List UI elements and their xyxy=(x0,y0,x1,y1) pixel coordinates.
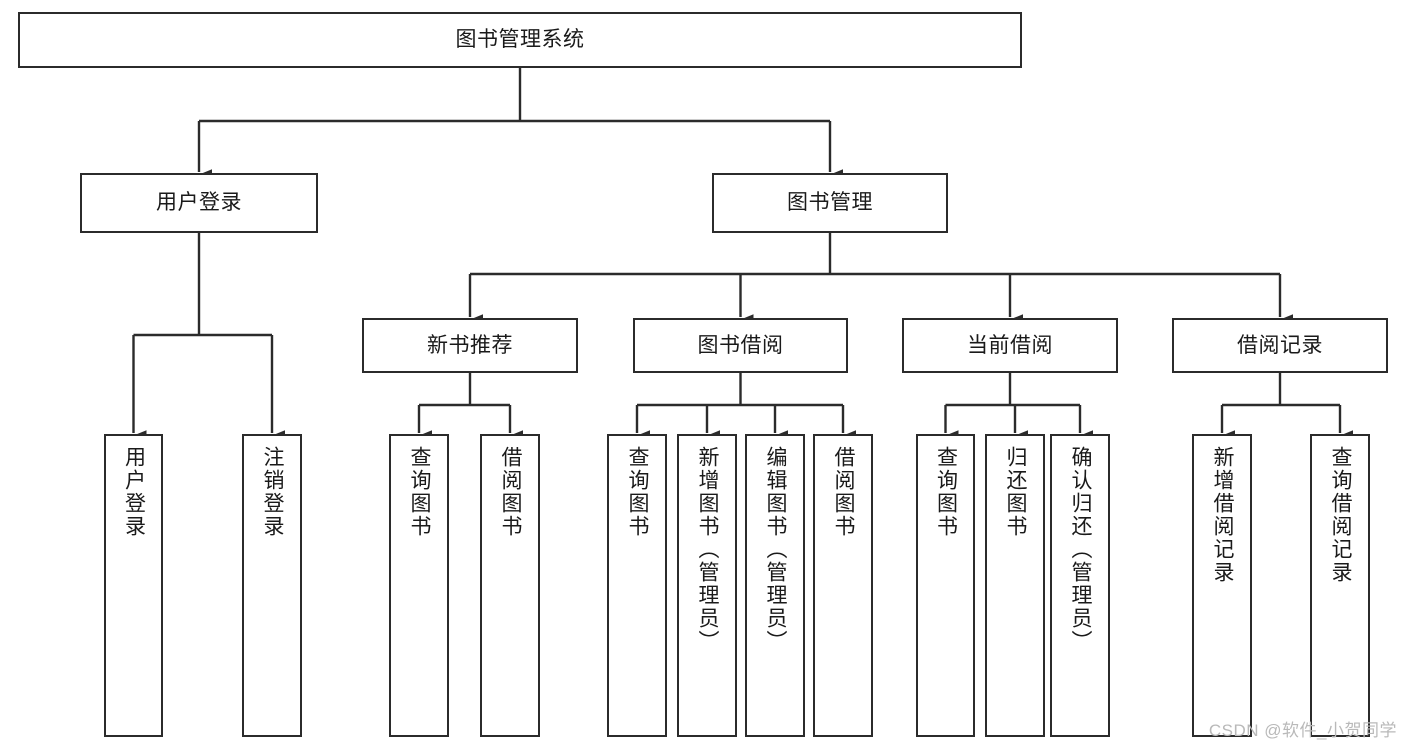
node-current[interactable]: 当前借阅 xyxy=(902,318,1118,373)
node-l_borrow1[interactable]: 借阅图书 xyxy=(480,434,540,737)
node-newbook[interactable]: 新书推荐 xyxy=(362,318,578,373)
node-label: 新增图书（管理员） xyxy=(696,446,720,653)
node-label: 新书推荐 xyxy=(427,333,513,357)
node-label: 新增借阅记录 xyxy=(1211,446,1235,584)
node-l_query2[interactable]: 查询图书 xyxy=(607,434,667,737)
node-l_edit[interactable]: 编辑图书（管理员） xyxy=(745,434,805,737)
node-label: 借阅图书 xyxy=(832,446,856,538)
node-l_logout[interactable]: 注销登录 xyxy=(242,434,302,737)
node-label: 查询图书 xyxy=(408,446,432,538)
node-records[interactable]: 借阅记录 xyxy=(1172,318,1388,373)
node-label: 归还图书 xyxy=(1004,446,1028,538)
node-l_query1[interactable]: 查询图书 xyxy=(389,434,449,737)
node-label: 用户登录 xyxy=(156,191,242,215)
node-label: 查询图书 xyxy=(934,446,958,538)
node-label: 查询图书 xyxy=(626,446,650,538)
node-l_addrec[interactable]: 新增借阅记录 xyxy=(1192,434,1252,737)
node-label: 编辑图书（管理员） xyxy=(764,446,788,653)
node-label: 用户登录 xyxy=(122,446,146,538)
node-bookmgmt[interactable]: 图书管理 xyxy=(712,173,948,233)
watermark: CSDN @软件_小贺同学 xyxy=(1208,721,1397,740)
node-root[interactable]: 图书管理系统 xyxy=(18,12,1022,68)
node-l_add[interactable]: 新增图书（管理员） xyxy=(677,434,737,737)
node-l_borrow2[interactable]: 借阅图书 xyxy=(813,434,873,737)
node-label: 图书管理 xyxy=(787,191,873,215)
node-label: 图书管理系统 xyxy=(455,28,585,52)
node-l_return[interactable]: 归还图书 xyxy=(985,434,1045,737)
node-l_query3[interactable]: 查询图书 xyxy=(916,434,975,737)
node-label: 图书借阅 xyxy=(697,333,784,357)
node-label: 当前借阅 xyxy=(967,333,1053,357)
node-l_confirm[interactable]: 确认归还（管理员） xyxy=(1050,434,1110,737)
node-l_userlogin[interactable]: 用户登录 xyxy=(104,434,163,737)
node-login[interactable]: 用户登录 xyxy=(80,173,318,233)
node-label: 确认归还（管理员） xyxy=(1069,446,1093,653)
node-label: 借阅记录 xyxy=(1237,333,1323,357)
node-borrow[interactable]: 图书借阅 xyxy=(633,318,848,373)
node-label: 借阅图书 xyxy=(499,446,523,538)
node-l_queryrec[interactable]: 查询借阅记录 xyxy=(1310,434,1370,737)
node-label: 注销登录 xyxy=(261,446,285,538)
node-label: 查询借阅记录 xyxy=(1329,446,1353,584)
